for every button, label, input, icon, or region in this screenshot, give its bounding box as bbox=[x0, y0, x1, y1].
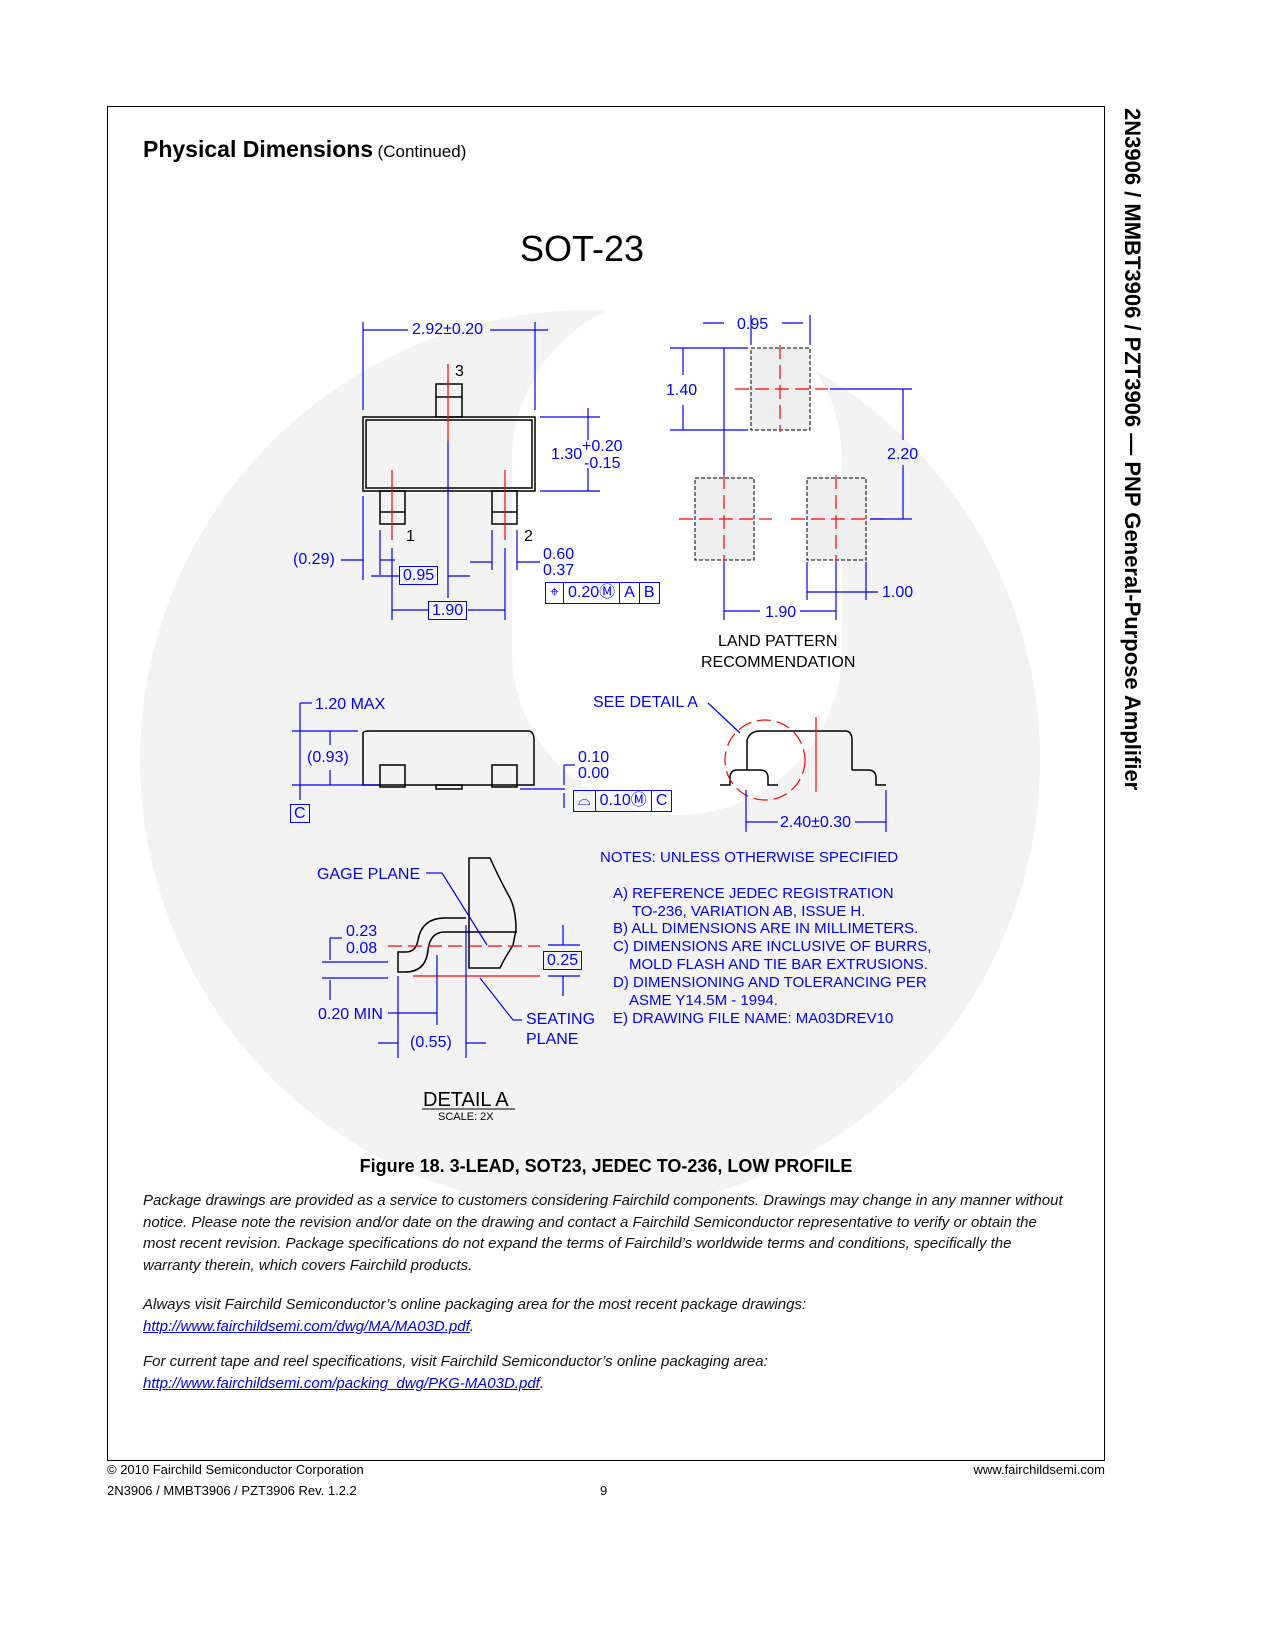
pin2-label: 2 bbox=[524, 528, 533, 545]
seating-label-2: PLANE bbox=[526, 1031, 579, 1048]
profile-symbol-icon: ⌓ bbox=[578, 792, 591, 809]
note-line: MOLD FLASH AND TIE BAR EXTRUSIONS. bbox=[629, 956, 928, 973]
land-pad-width: 0.95 bbox=[737, 316, 769, 333]
page-frame bbox=[107, 106, 1105, 1461]
fcf-tolerance: 0.20Ⓜ bbox=[563, 583, 619, 603]
note-line: C) DIMENSIONS ARE INCLUSIVE OF BURRS, bbox=[613, 938, 932, 955]
position-tolerance-frame: ⌖ 0.20Ⓜ A B bbox=[545, 582, 660, 604]
note-line: D) DIMENSIONING AND TOLERANCING PER bbox=[613, 974, 927, 991]
land-row-spacing: 2.20 bbox=[887, 446, 919, 463]
footer-website: www.fairchildsemi.com bbox=[973, 1462, 1105, 1477]
dim-foot-ref: (0.55) bbox=[410, 1034, 452, 1051]
note-line: ASME Y14.5M - 1994. bbox=[629, 992, 778, 1009]
land-pad-x: 1.00 bbox=[882, 584, 914, 601]
dim-height-minus: -0.15 bbox=[584, 455, 621, 472]
note-line: E) DRAWING FILE NAME: MA03DREV10 bbox=[613, 1010, 894, 1027]
dim-thick-min: 0.08 bbox=[346, 940, 378, 957]
tape-reel-link[interactable]: http://www.fairchildsemi.com/packing_dwg… bbox=[143, 1374, 540, 1392]
package-drawing-link[interactable]: http://www.fairchildsemi.com/dwg/MA/MA03… bbox=[143, 1317, 470, 1335]
section-title: Physical Dimensions bbox=[143, 136, 374, 162]
detail-title: DETAIL A bbox=[423, 1089, 509, 1111]
tape-reel-text: For current tape and reel specifications… bbox=[143, 1353, 768, 1370]
dim-max-height: 1.20 MAX bbox=[315, 696, 386, 713]
fcf-datum-b: B bbox=[638, 583, 659, 603]
pin3-label: 3 bbox=[455, 363, 464, 380]
dim-gage: 0.25 bbox=[543, 951, 583, 970]
land-pad-length: 1.40 bbox=[666, 382, 698, 399]
packaging-text: Always visit Fairchild Semiconductor’s o… bbox=[143, 1296, 807, 1313]
profile-tolerance-frame: ⌓ 0.10Ⓜ C bbox=[573, 790, 673, 812]
dim-lead-max: 0.60 bbox=[543, 546, 575, 563]
dim-standoff-max: 0.10 bbox=[578, 749, 610, 766]
figure-caption: Figure 18. 3-LEAD, SOT23, JEDEC TO-236, … bbox=[359, 1156, 853, 1176]
position-symbol-icon: ⌖ bbox=[550, 584, 560, 601]
dim-pitch: 0.95 bbox=[399, 566, 439, 585]
note-line: TO-236, VARIATION AB, ISSUE H. bbox=[632, 903, 866, 920]
dim-foot-min: 0.20 MIN bbox=[318, 1006, 383, 1023]
dim-thick-max: 0.23 bbox=[346, 923, 378, 940]
fcf-datum-a: A bbox=[619, 583, 639, 603]
note-line: B) ALL DIMENSIONS ARE IN MILLIMETERS. bbox=[613, 920, 919, 937]
packaging-paragraph: Always visit Fairchild Semiconductor’s o… bbox=[143, 1294, 1073, 1337]
land-title-1: LAND PATTERN bbox=[718, 633, 838, 650]
fcf-datum-c: C bbox=[650, 791, 672, 811]
footer-copyright: © 2010 Fairchild Semiconductor Corporati… bbox=[107, 1462, 364, 1477]
dim-height-plus: +0.20 bbox=[582, 438, 623, 455]
land-title-2: RECOMMENDATION bbox=[701, 654, 856, 671]
dim-standoff-min: 0.00 bbox=[578, 765, 610, 782]
dim-span: 1.90 bbox=[428, 601, 468, 620]
fcf-tolerance: 0.10Ⓜ bbox=[594, 791, 651, 811]
note-line: A) REFERENCE JEDEC REGISTRATION bbox=[613, 885, 894, 902]
tape-reel-paragraph: For current tape and reel specifications… bbox=[143, 1351, 1073, 1394]
see-detail-label: SEE DETAIL A bbox=[593, 694, 698, 711]
section-heading: Physical Dimensions (Continued) bbox=[143, 136, 466, 163]
seating-label-1: SEATING bbox=[526, 1011, 596, 1028]
dim-lead-min: 0.37 bbox=[543, 562, 575, 579]
package-name: SOT-23 bbox=[520, 228, 645, 269]
side-title: 2N3906 / MMBT3906 / PZT3906 — PNP Genera… bbox=[1120, 108, 1145, 791]
datum-c: C bbox=[290, 804, 310, 823]
notes-heading: NOTES: UNLESS OTHERWISE SPECIFIED bbox=[600, 849, 899, 866]
dim-body-height: (0.93) bbox=[307, 749, 349, 766]
dim-width: 2.92±0.20 bbox=[412, 321, 484, 338]
pin1-label: 1 bbox=[406, 528, 415, 545]
disclaimer-paragraph: Package drawings are provided as a servi… bbox=[143, 1192, 1063, 1274]
footer-page-number: 9 bbox=[600, 1483, 608, 1498]
land-pad-span: 1.90 bbox=[765, 604, 797, 621]
section-suffix: (Continued) bbox=[377, 142, 467, 161]
gage-plane-label: GAGE PLANE bbox=[317, 866, 421, 883]
dim-offset: (0.29) bbox=[293, 551, 335, 568]
detail-scale: SCALE: 2X bbox=[438, 1111, 494, 1123]
footer-part: 2N3906 / MMBT3906 / PZT3906 Rev. 1.2.2 bbox=[107, 1483, 357, 1498]
dim-overall: 2.40±0.30 bbox=[780, 814, 852, 831]
dim-height: 1.30 bbox=[551, 446, 583, 463]
